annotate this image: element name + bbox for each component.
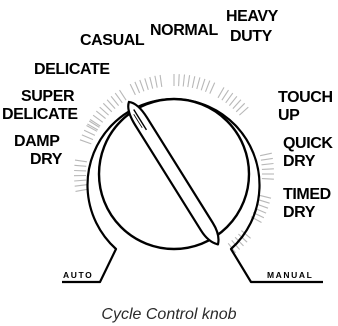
dial-tick bbox=[74, 165, 86, 166]
dial-tick bbox=[262, 169, 274, 170]
dial-tick bbox=[96, 111, 105, 119]
label-auto: AUTO bbox=[63, 270, 93, 280]
figure-caption: Cycle Control knob bbox=[101, 306, 236, 323]
dial-tick bbox=[257, 204, 268, 208]
label-damp-dry-line2: DRY bbox=[30, 151, 63, 168]
label-casual: CASUAL bbox=[80, 32, 145, 49]
dial-tick bbox=[206, 81, 210, 92]
dial-tick bbox=[75, 185, 87, 187]
dial-tick bbox=[197, 77, 200, 89]
dial-tick bbox=[84, 130, 95, 135]
dial-tick bbox=[229, 96, 237, 105]
dial-tick bbox=[262, 179, 274, 180]
label-timed-dry-line1: TIMED bbox=[283, 186, 331, 203]
label-super-delicate-line2: DELICATE bbox=[2, 106, 78, 123]
dial-tick bbox=[233, 100, 241, 109]
dial-tick bbox=[226, 93, 233, 103]
label-delicate: DELICATE bbox=[34, 61, 110, 78]
dial-tick bbox=[100, 107, 109, 115]
dial-tick bbox=[107, 100, 115, 109]
dial-tick bbox=[222, 90, 229, 100]
dial-tick bbox=[236, 103, 245, 112]
label-normal: NORMAL bbox=[150, 22, 218, 39]
dial-tick bbox=[120, 90, 127, 100]
dial-tick bbox=[239, 107, 248, 115]
dial-tick bbox=[160, 75, 162, 87]
label-damp-dry-line1: DAMP bbox=[14, 133, 60, 150]
dial-tick bbox=[135, 82, 140, 93]
dial-tick bbox=[82, 135, 93, 140]
label-quick-dry-line2: DRY bbox=[283, 153, 316, 170]
dial-tick bbox=[80, 140, 91, 144]
dial-tick bbox=[145, 78, 149, 89]
label-manual: MANUAL bbox=[267, 270, 313, 280]
dial-tick bbox=[258, 200, 269, 204]
label-quick-dry-line1: QUICK bbox=[283, 135, 333, 152]
dial-tick bbox=[75, 160, 87, 162]
dial-tick bbox=[74, 180, 86, 181]
dial-tick bbox=[259, 195, 271, 198]
dial-tick bbox=[260, 153, 272, 156]
dial-tick bbox=[188, 75, 190, 87]
label-super-delicate-line1: SUPER bbox=[21, 88, 75, 105]
cycle-control-knob[interactable] bbox=[99, 98, 249, 249]
dial-tick bbox=[115, 93, 122, 103]
label-touch-up-line2: UP bbox=[278, 107, 300, 124]
label-timed-dry-line2: DRY bbox=[283, 204, 316, 221]
dial-tick bbox=[192, 76, 195, 88]
dial-tick bbox=[210, 83, 215, 94]
dial-tick bbox=[262, 164, 274, 165]
dial-tick bbox=[103, 103, 112, 112]
dial-tick bbox=[261, 158, 273, 160]
dial-tick bbox=[140, 80, 144, 91]
dial-tick bbox=[76, 189, 88, 191]
dial-tick bbox=[179, 74, 180, 86]
dial-tick bbox=[201, 79, 205, 90]
dial-tick bbox=[155, 76, 157, 88]
label-touch-up-line1: TOUCH bbox=[278, 89, 333, 106]
dial-tick bbox=[130, 84, 135, 95]
label-heavy-duty-line2: DUTY bbox=[230, 28, 273, 45]
dial-tick bbox=[183, 75, 184, 87]
label-heavy-duty-line1: HEAVY bbox=[226, 8, 279, 25]
dial-tick bbox=[93, 115, 103, 122]
dial-tick bbox=[150, 77, 153, 89]
dial-tick bbox=[111, 96, 119, 105]
dial-tick bbox=[218, 87, 224, 97]
